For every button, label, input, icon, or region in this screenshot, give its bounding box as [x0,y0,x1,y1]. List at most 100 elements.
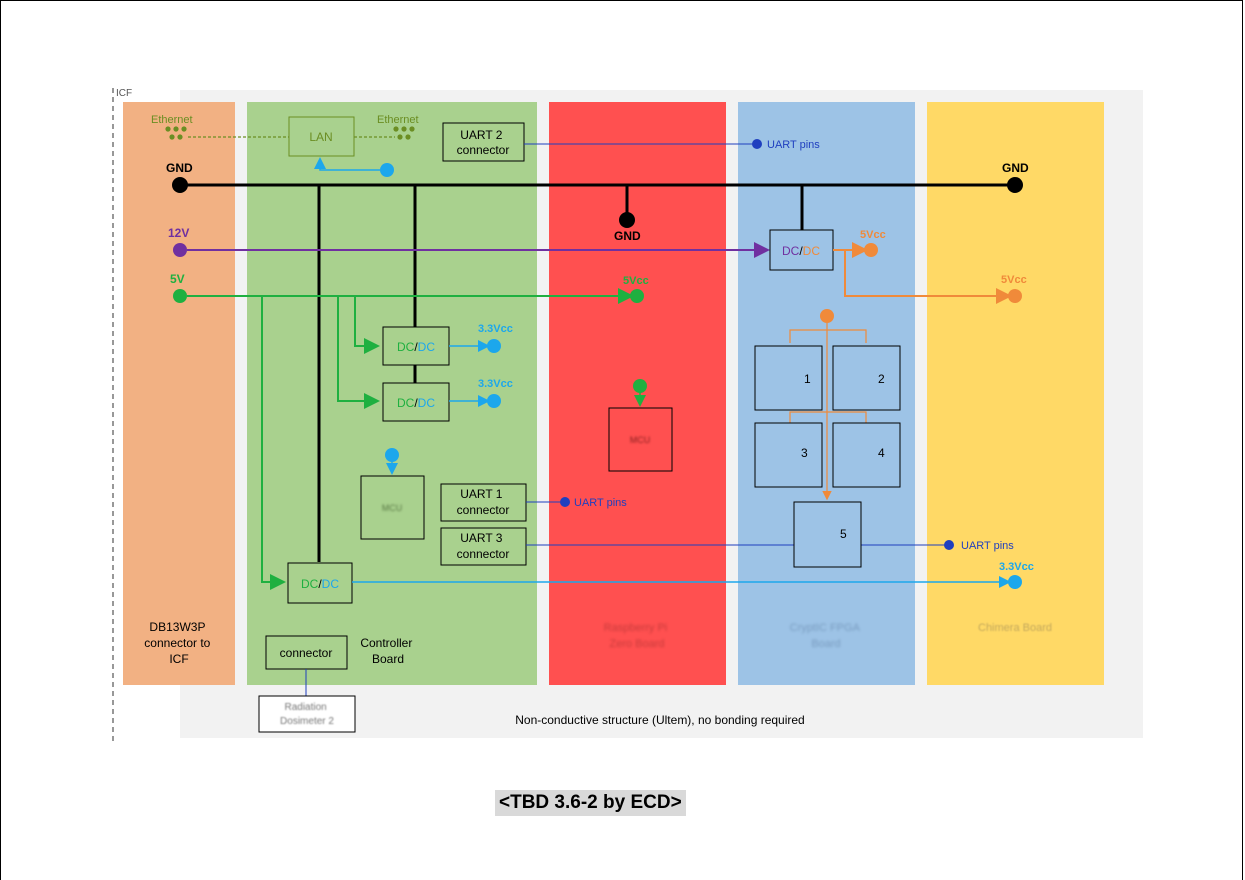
v5-branch-a [354,296,380,354]
ethernet-label-left: Ethernet [151,114,193,126]
uart1-label-line: UART 1 [460,487,503,501]
gnd-label-right: GND [1002,161,1029,175]
dcdc-box-a [382,326,450,366]
fpga-box-1 [754,345,823,411]
dcdc-in-label: DC [782,244,800,258]
fpga-5vcc-label: 5Vcc [860,229,886,241]
fpga-power-node [820,309,834,323]
dosimeter-label-line: Radiation [284,702,326,713]
fpga-power-split-2 [789,411,867,423]
chimera-5vcc-label: 5Vcc [1001,274,1027,286]
dosimeter-box [258,695,356,733]
fpga-box-1-label: 1 [804,372,811,386]
v5-node [173,289,187,303]
dcdc-out-label: DC [803,244,821,258]
v5-branch-b [337,296,380,409]
uart1-label-line: connector [457,503,510,517]
ethernet-icon-left [165,126,187,140]
chimera-5v-line [844,250,1012,304]
lan-power-line [314,157,380,171]
raspberry-panel-label-line: Zero Board [609,638,664,650]
dcdc-box-b [382,382,450,422]
controller-mcu-label: MCU [382,503,403,513]
controller-panel-label-line: Controller [360,636,412,650]
rpi-5vcc-label: 5Vcc [623,275,649,287]
fpga-box-4-label: 4 [878,446,885,460]
dosimeter-label: Radiation Dosimeter 2 [280,702,334,727]
structure-note: Non-conductive structure (Ultem), no bon… [515,713,804,727]
fpga-dcdc-label: DC/DC [782,244,820,258]
uart2-pins-node [752,139,762,149]
uart3-connector [440,527,527,566]
fpga-box-2-label: 2 [878,372,885,386]
dosimeter-connector-label: connector [280,646,333,660]
fpga-box-5-label: 5 [840,527,847,541]
uart2-label: UART 2 connector [457,128,510,157]
gnd-node-left [172,177,188,193]
fpga-panel-label: CryptIC FPGA Board [790,622,863,650]
fpga-box-4 [832,422,901,488]
icf-panel-label: DB13W3P connector to ICF [144,620,213,666]
uart1-label: UART 1 connector [457,487,510,517]
caption: <TBD 3.6-2 by ECD> [495,790,686,816]
panel-raspberry-pi [549,102,726,685]
v33-label-b: 3.3Vcc [478,378,513,390]
gnd-node-rpi [619,212,635,228]
v12-label: 12V [168,226,189,240]
lan-box [288,116,355,157]
icf-panel-label-line: ICF [169,652,188,666]
rpi-mcu-power-node [633,379,647,393]
gnd-label-left: GND [166,161,193,175]
raspberry-panel-label-line: Raspberry Pi [604,622,668,634]
uart2-pins-label: UART pins [767,139,820,151]
dcdc-in-label: DC [397,340,415,354]
dosimeter-label-line: Dosimeter 2 [280,716,334,727]
ethernet-icon-right [393,126,415,140]
dcdc-out-label: DC [418,396,436,410]
mcu-power-node [385,448,399,462]
gnd-node-right [1007,177,1023,193]
fpga-box-3 [754,422,823,488]
raspberry-panel-label: Raspberry Pi Zero Board [604,622,671,650]
lan-power-node [380,163,394,177]
v12-node [173,243,187,257]
fpga-panel-label-line: Board [811,638,840,650]
uart3-pins-label: UART pins [961,540,1014,552]
uart3-label: UART 3 connector [457,531,510,561]
fpga-5vcc-node [864,243,878,257]
dcdc-out-label: DC [322,577,340,591]
lan-label: LAN [309,130,332,144]
fpga-box-3-label: 3 [801,446,808,460]
dosimeter-connector [265,635,348,670]
dcdc-box-c [287,562,353,604]
uart2-label-line: connector [457,143,510,157]
uart1-pins-node [560,497,570,507]
dcdc-label-a: DC/DC [397,340,435,354]
v5-label: 5V [170,272,185,286]
v33-node-a [487,339,501,353]
fpga-dcdc-box [769,229,834,271]
uart3-label-line: connector [457,547,510,561]
rpi-mcu-label: MCU [630,435,651,445]
uart1-connector [440,483,527,522]
controller-mcu-box [360,475,425,540]
controller-panel-label: Controller Board [360,636,415,666]
v5-branch-c [261,296,286,590]
dcdc-in-label: DC [397,396,415,410]
rpi-mcu-box [608,407,673,472]
chimera-panel-label: Chimera Board [978,622,1052,634]
v33-label-a: 3.3Vcc [478,323,513,335]
gnd-label-mid: GND [614,229,641,243]
fpga-box-5 [793,501,862,568]
rpi-5vcc-node [630,289,644,303]
fpga-box-2 [832,345,901,411]
dcdc-label-b: DC/DC [397,396,435,410]
dcdc-out-label: DC [418,340,436,354]
fpga-panel-label-line: CryptIC FPGA [790,622,861,634]
v33-node-b [487,394,501,408]
panel-icf [123,102,235,685]
dcdc-in-label: DC [301,577,319,591]
icf-label: ICF [116,88,132,99]
